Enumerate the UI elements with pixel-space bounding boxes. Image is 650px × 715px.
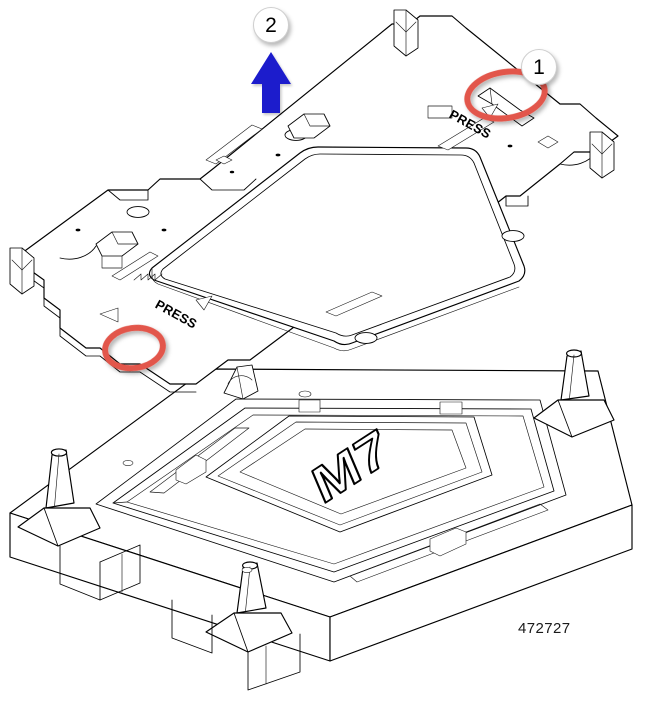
socket-floor-rib-3 (112, 501, 128, 504)
bracket-diamond-marker-right (537, 135, 559, 149)
alignment-post-front-pedestal (205, 612, 293, 653)
lift-direction-arrow (251, 52, 291, 113)
bracket-pin-right-a (507, 144, 513, 148)
bracket-micro-dot-2 (229, 170, 235, 174)
socket-boss-3 (122, 460, 134, 466)
bracket-pin-topleft (161, 228, 167, 232)
alignment-post-front (205, 561, 293, 653)
socket-base-notch-front-b (247, 633, 301, 691)
bracket-hole-lower (354, 332, 378, 344)
alignment-post-right (533, 349, 615, 438)
press-arrow-marker-right (481, 103, 499, 119)
bracket-hole-right (501, 230, 525, 242)
press-arrow-marker-left (195, 295, 213, 311)
bracket-diamond-marker-left (215, 155, 233, 165)
bracket-latch-clip-top (393, 9, 419, 57)
socket-clip-a (175, 454, 207, 485)
press-arrow-marker-left-outline (99, 307, 119, 323)
bracket-latch-clip-left (9, 247, 35, 295)
bracket-arm-right-step (505, 195, 529, 207)
socket-hinge-standoff (223, 364, 259, 400)
hinge-tab-highlight-right (464, 68, 548, 122)
socket-clip-b (429, 527, 467, 557)
bracket-pin-topmid (275, 153, 281, 157)
cpu-socket-assembly: M7 (9, 349, 633, 691)
bracket-pin-left (75, 228, 81, 232)
bracket-latch-clip-right (589, 131, 615, 179)
socket-base-notch-left-b (99, 544, 141, 601)
socket-floor-rib-1 (149, 427, 250, 494)
socket-base-notch-left-a (59, 545, 101, 601)
socket-cavity-ledge-inner (126, 414, 545, 565)
bracket-window-lip (151, 267, 520, 352)
socket-clip-c (298, 399, 321, 413)
socket-boss-1 (298, 390, 312, 398)
bracket-arm-topmid-inner (199, 178, 257, 191)
bracket-hinge-tab-right-edge (489, 87, 493, 105)
socket-base-right-wall (329, 504, 633, 662)
bracket-slot-left (111, 251, 159, 281)
bracket-serration-left (133, 273, 163, 281)
alignment-post-left (17, 448, 101, 547)
bracket-standoff-left (95, 231, 139, 269)
bracket-arm-topleft-inner (107, 189, 149, 201)
bracket-arm-left-cutout (59, 245, 97, 260)
figure-id: 472727 (518, 620, 571, 637)
cpu-die-pocket (239, 428, 467, 515)
bracket-window-inner-edge (160, 153, 516, 337)
cpu-carrier-plate-bevel (217, 421, 483, 526)
hinge-tab-highlight-left (102, 324, 166, 372)
bracket-hole-topleft (126, 206, 150, 218)
socket-floor-rib-2 (349, 503, 549, 583)
callout-badge-1: 1 (521, 49, 557, 85)
callout-badge-2: 2 (253, 7, 289, 43)
callout-badge-2-label: 2 (265, 13, 277, 37)
bracket-slot-lower (325, 291, 383, 317)
socket-clip-d (439, 401, 463, 415)
bracket-slot-mid (437, 117, 495, 151)
bracket-standoff-top (287, 113, 331, 139)
callout-badge-1-label: 1 (533, 55, 545, 79)
socket-cavity-ledge (112, 407, 555, 573)
alignment-post-left-pedestal (17, 507, 101, 547)
bracket-slot-upper (205, 124, 263, 165)
socket-base-notch-front-a (171, 599, 213, 654)
annotation-layer (102, 52, 548, 372)
bracket-window-opening (148, 146, 526, 346)
bracket-hinge-slot-right (427, 105, 453, 119)
cpu-carrier-plate (205, 415, 493, 533)
socket-boss-2 (241, 567, 253, 573)
alignment-post-right-pedestal (533, 399, 615, 438)
